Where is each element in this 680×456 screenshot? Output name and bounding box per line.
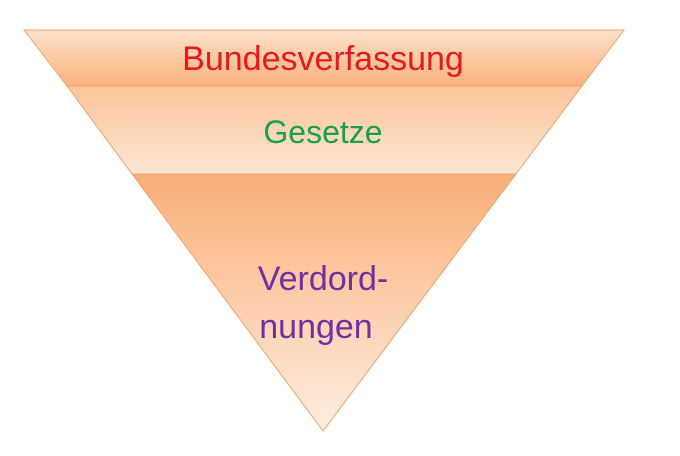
tier-top-label: Bundesverfassung <box>182 40 464 78</box>
tier-bottom-label-line2: nungen <box>259 308 372 346</box>
tier-bottom-shape <box>131 173 518 432</box>
tier-middle-label: Gesetze <box>263 114 382 150</box>
tier-bottom-label-line1: Verdord- <box>258 260 388 298</box>
